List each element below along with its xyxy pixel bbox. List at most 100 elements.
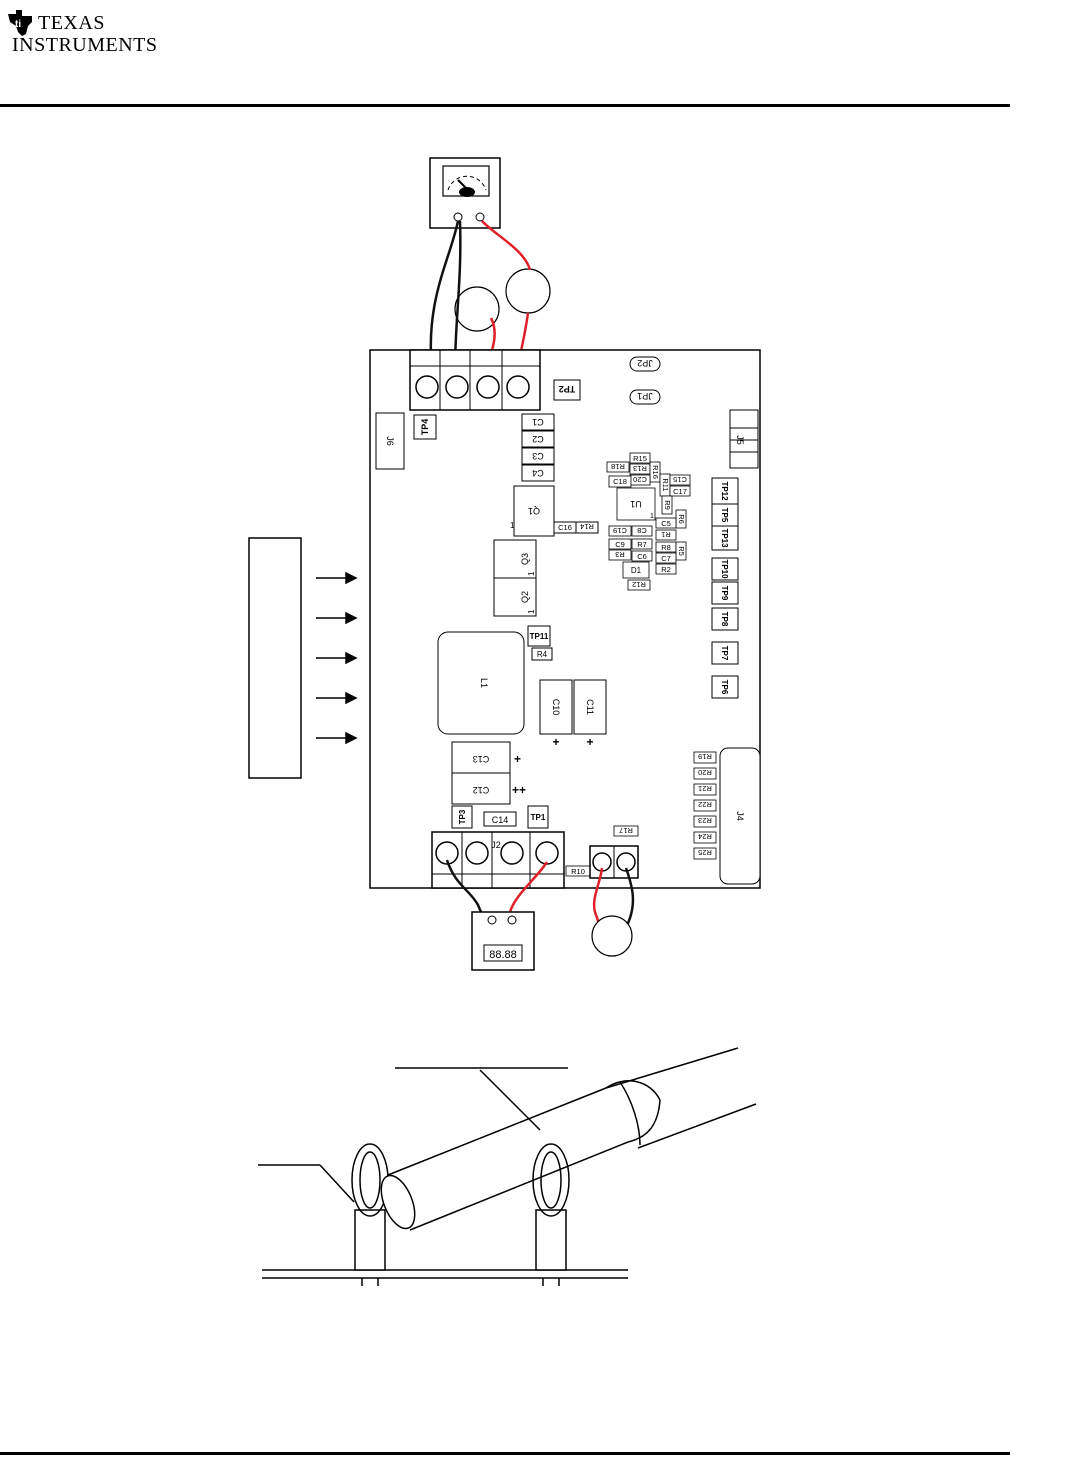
label-j2: J2 [491, 840, 501, 850]
label-tp5: TP5 [720, 508, 729, 523]
label-r23: R23 [698, 816, 712, 825]
label-q1: Q1 [528, 506, 540, 516]
label-tp6: TP6 [720, 680, 729, 695]
label-tp4: TP4 [420, 419, 430, 436]
label-tp8: TP8 [720, 612, 729, 627]
label-c13: C13 [473, 754, 490, 764]
label-tp12: TP12 [720, 481, 729, 501]
label-c6: C6 [637, 552, 647, 561]
digital-meter: 88.88 [471, 911, 535, 971]
label-r18: R18 [611, 462, 625, 471]
label-j6: J6 [385, 436, 395, 446]
svg-text:ti: ti [15, 19, 21, 30]
label-c12: C12 [473, 785, 490, 795]
ti-state-icon: ti [8, 10, 32, 36]
label-r3: R3 [615, 550, 625, 559]
wire-red-1 [481, 220, 532, 271]
label-r17: R17 [619, 826, 633, 835]
label-q1-pin: 1 [510, 521, 515, 530]
label-c10: C10 [551, 699, 561, 716]
label-c11: C11 [585, 699, 595, 715]
label-q2-pin: 1 [527, 609, 536, 614]
label-tp3: TP3 [458, 809, 467, 824]
label-c10-pol: + [552, 735, 559, 749]
signal-source-box [248, 537, 358, 779]
label-r14: R14 [580, 522, 594, 531]
label-r16: R16 [651, 465, 660, 479]
label-c12-pol: ++ [512, 783, 526, 797]
label-tp2: TP2 [559, 384, 576, 394]
label-r19: R19 [698, 752, 712, 761]
label-r11: R11 [661, 478, 670, 491]
label-r8: R8 [661, 543, 671, 552]
label-c7: C7 [661, 554, 671, 563]
label-tp9: TP9 [720, 586, 729, 601]
load-circle [591, 915, 633, 957]
label-tp1: TP1 [531, 813, 546, 822]
label-r5: R5 [677, 546, 686, 556]
label-r22: R22 [698, 800, 712, 809]
label-tp7: TP7 [720, 646, 729, 661]
label-tp10: TP10 [720, 559, 729, 579]
label-l1: L1 [479, 678, 489, 688]
label-c17: C17 [673, 487, 687, 496]
label-u1: U1 [630, 499, 642, 509]
logo-text-instruments: INSTRUMENTS [12, 34, 158, 56]
label-c8: C8 [637, 526, 647, 535]
label-j5: J5 [735, 435, 745, 445]
label-r21: R21 [698, 784, 712, 793]
label-q3: Q3 [520, 553, 530, 565]
label-r12: R12 [632, 580, 646, 589]
label-c4: C4 [532, 468, 544, 478]
label-c18: C18 [613, 477, 627, 486]
label-c3: C3 [532, 451, 544, 461]
label-c16: C16 [558, 523, 572, 532]
label-j4: J4 [735, 811, 745, 821]
analog-meter [429, 157, 501, 229]
label-d1: D1 [631, 566, 642, 575]
label-r15: R15 [633, 454, 647, 463]
wire-black-2 [453, 220, 462, 371]
label-r24: R24 [698, 832, 712, 841]
header-rule [0, 104, 1010, 107]
terminal-block-bottom: J2 [431, 831, 565, 889]
label-r20: R20 [698, 768, 712, 777]
label-c13-pol: + [514, 752, 521, 766]
label-c20: C20 [633, 475, 647, 484]
label-c14: C14 [492, 815, 509, 825]
wire-black-1 [429, 220, 460, 371]
label-r9: R9 [663, 500, 672, 510]
label-c11-pol: + [586, 735, 593, 749]
terminal-block-small [589, 845, 639, 879]
ti-logo: ti TEXAS INSTRUMENTS [6, 6, 166, 56]
label-c1: C1 [532, 417, 544, 427]
label-r25: R25 [698, 848, 712, 857]
label-q2: Q2 [520, 591, 530, 603]
label-c9: C9 [615, 540, 625, 549]
label-u1-pin: 1 [650, 513, 654, 520]
label-c15: C15 [673, 475, 687, 484]
logo-text-texas: TEXAS [38, 12, 105, 34]
label-r2: R2 [661, 565, 671, 574]
footer-rule [0, 1452, 1010, 1455]
label-r7: R7 [637, 540, 647, 549]
source-circle-1 [454, 286, 500, 332]
label-q3-pin: 1 [527, 571, 536, 576]
label-jp1: JP1 [637, 391, 653, 401]
label-tp13: TP13 [720, 528, 729, 548]
source-circle-2 [505, 268, 551, 314]
label-c19: C19 [613, 526, 627, 535]
label-r4: R4 [537, 650, 548, 659]
board-setup-diagram: JP2 JP1 TP2 TP4 J6 J5 C1 C2 C3 C4 R15 R1… [248, 157, 761, 971]
evm-board-outline [369, 349, 761, 889]
label-r6: R6 [677, 514, 686, 524]
label-c2: C2 [532, 434, 544, 444]
label-r10: R10 [571, 867, 585, 876]
display-reading: 88.88 [489, 949, 517, 961]
terminal-block-top [409, 349, 541, 411]
label-tp11: TP11 [530, 632, 549, 641]
label-c5: C5 [661, 519, 671, 528]
label-jp2: JP2 [637, 358, 653, 368]
probe-illustration [258, 1047, 757, 1286]
wire-red-4 [508, 861, 549, 913]
